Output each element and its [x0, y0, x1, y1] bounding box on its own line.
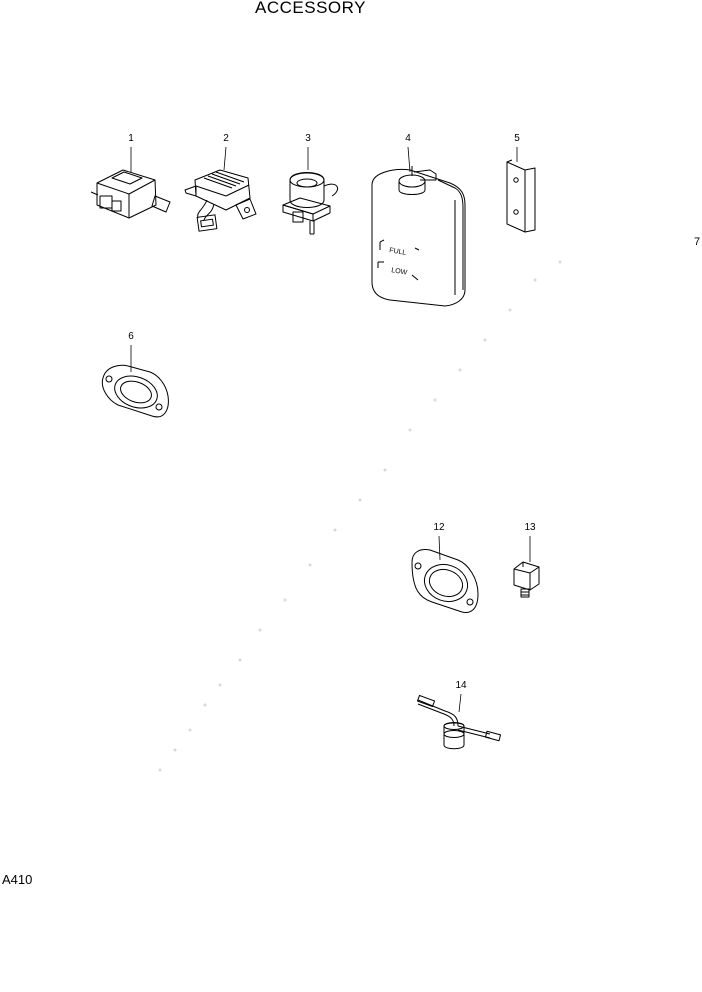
page-code: A410	[2, 872, 33, 887]
part-1-relay	[90, 169, 171, 219]
tank-low-mark: LOW	[391, 267, 408, 277]
part-13-adapter	[513, 561, 540, 598]
part-3-solenoid	[282, 172, 339, 235]
part-2-regulator	[184, 169, 257, 232]
side-page-number: 7	[694, 236, 701, 248]
part-6-gasket	[101, 364, 169, 418]
part-14-sensor	[416, 694, 502, 750]
watermark	[158, 260, 562, 772]
part-12-gasket	[411, 549, 479, 613]
callout-6: 6	[128, 331, 134, 342]
callout-3: 3	[305, 133, 311, 144]
tank-full-mark: FULL	[389, 247, 407, 257]
part-5-bracket	[506, 159, 536, 233]
callout-1: 1	[128, 133, 134, 144]
callout-13: 13	[524, 522, 536, 533]
callout-12: 12	[433, 522, 445, 533]
page-title: ACCESSORY	[255, 0, 366, 17]
callout-4: 4	[405, 133, 411, 144]
callout-5: 5	[514, 133, 520, 144]
part-4-washer-tank: FULL LOW	[371, 166, 466, 307]
leader-lines	[130, 146, 531, 713]
callout-14: 14	[455, 680, 467, 691]
callout-2: 2	[223, 133, 229, 144]
